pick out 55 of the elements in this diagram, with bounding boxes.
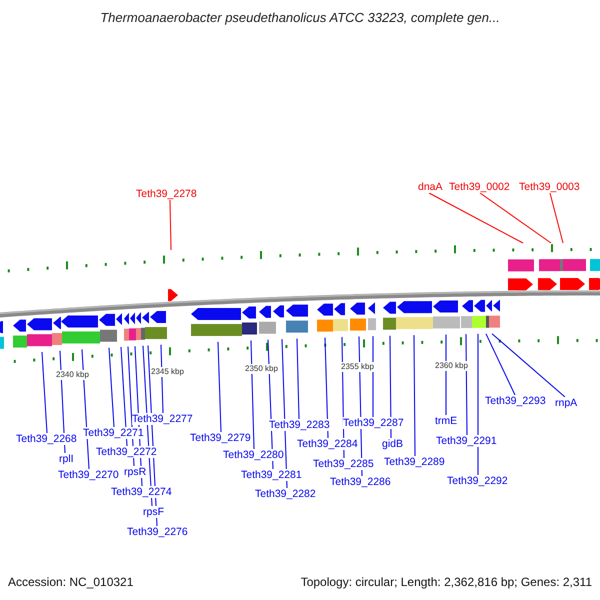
map-title: Thermoanaerobacter pseudethanolicus ATCC 33223, complete gen...: [99, 10, 501, 25]
gene-label: Teth39_2283: [269, 419, 330, 431]
gene-label: gidB: [382, 438, 404, 450]
gene-label: Teth39_2286: [330, 476, 391, 488]
gene-label: Teth39_2272: [96, 446, 157, 458]
gene-label: rpsF: [143, 506, 164, 518]
gene-label: Teth39_0002: [449, 181, 510, 193]
scale-label: 2340 kbp: [56, 370, 89, 380]
leader-line: [550, 192, 564, 244]
leader-line: [492, 333, 566, 398]
scale-label: 2350 kbp: [245, 364, 278, 374]
gene-label: Teth39_2289: [384, 456, 445, 468]
leader-line: [120, 346, 128, 446]
gene-label: Teth39_2293: [485, 395, 546, 407]
gene-label: rpsR: [124, 466, 146, 478]
gene-label: Teth39_2277: [132, 413, 193, 425]
gene-label: rnpA: [555, 397, 578, 409]
gene-label: Teth39_2287: [343, 417, 404, 429]
gene-label: dnaA: [418, 181, 443, 193]
leader-line: [42, 352, 48, 434]
leader-line: [466, 334, 468, 436]
leader-line: [296, 338, 300, 420]
gene-label: Teth39_2281: [241, 469, 302, 481]
gene-label: Teth39_2270: [58, 469, 119, 481]
gene-label: Teth39_2291: [436, 435, 497, 447]
gene-label: Teth39_2271: [83, 427, 144, 439]
gene-label: Teth39_2292: [447, 475, 508, 487]
gene-label: Teth39_2279: [190, 432, 251, 444]
gene-label: Teth39_2274: [111, 486, 172, 498]
leader-line: [372, 336, 374, 418]
leader-line: [390, 335, 392, 438]
gene-label: Teth39_2278: [136, 188, 197, 200]
scale-label: 2345 kbp: [151, 367, 184, 377]
gene-label: Teth39_2280: [223, 449, 284, 461]
scale-label: 2360 kbp: [435, 361, 468, 371]
gene-label: Teth39_2284: [297, 438, 358, 450]
leader-line: [414, 334, 416, 456]
gene-label: trmE: [435, 415, 458, 427]
accession-number: Accession: NC_010321: [8, 575, 134, 589]
gene-label: Teth39_0003: [519, 181, 580, 193]
leader-line: [486, 333, 516, 396]
gene-label: Teth39_2268: [16, 433, 77, 445]
gene-label: Teth39_2282: [255, 488, 316, 500]
leader-line: [218, 341, 222, 432]
scale-label: 2355 kbp: [341, 362, 374, 372]
genome-summary: Topology: circular; Length: 2,362,816 bp; Genes: 2,311: [300, 575, 592, 589]
gene-label: Teth39_2285: [313, 458, 374, 470]
leader-line: [170, 200, 172, 250]
leader-line: [250, 340, 254, 450]
gene-label: Teth39_2276: [127, 526, 188, 538]
leader-line: [480, 192, 552, 244]
leader-line: [324, 337, 328, 438]
gene-label: rplI: [59, 453, 74, 465]
leader-line: [108, 347, 114, 428]
leader-line: [428, 192, 524, 244]
